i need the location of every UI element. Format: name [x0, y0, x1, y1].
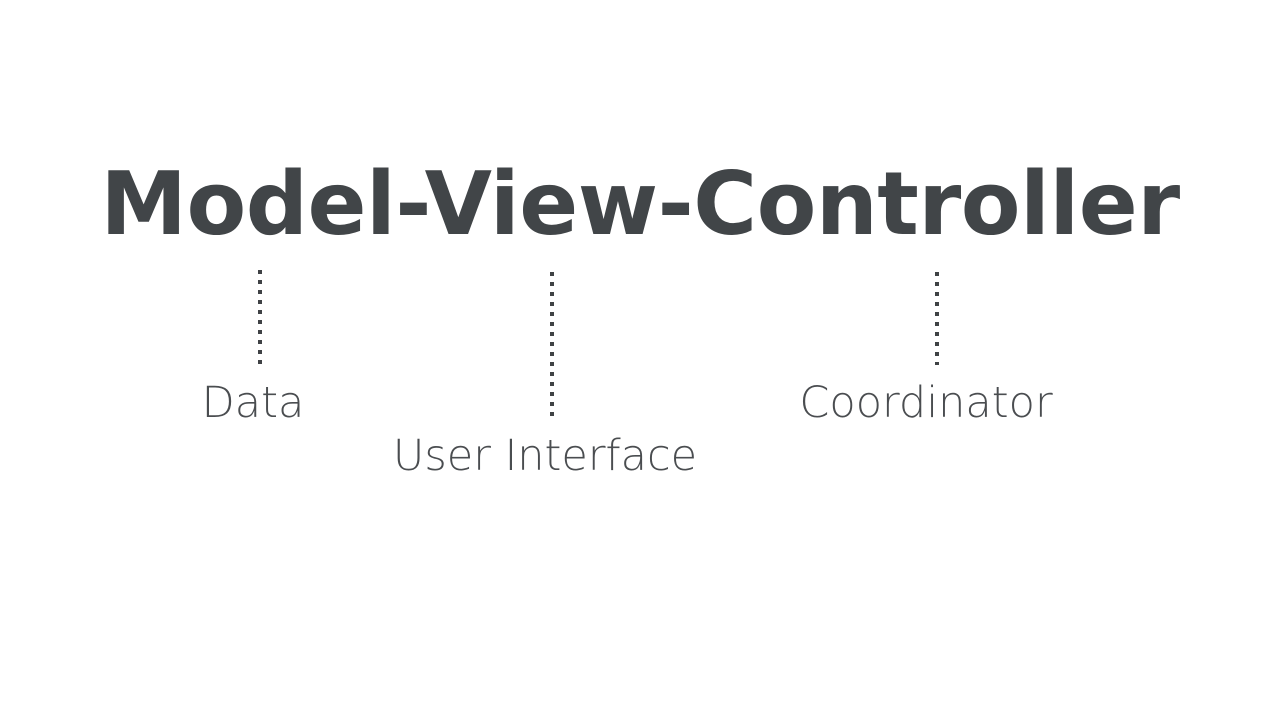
label-coordinator: Coordinator [799, 378, 1053, 428]
connector-controller-to-coordinator [935, 272, 939, 365]
connector-view-to-user-interface [550, 272, 554, 418]
connector-model-to-data [258, 270, 262, 365]
label-user-interface: User Interface [392, 431, 698, 481]
page-title: Model-View-Controller [100, 153, 1180, 255]
label-data: Data [201, 378, 305, 428]
